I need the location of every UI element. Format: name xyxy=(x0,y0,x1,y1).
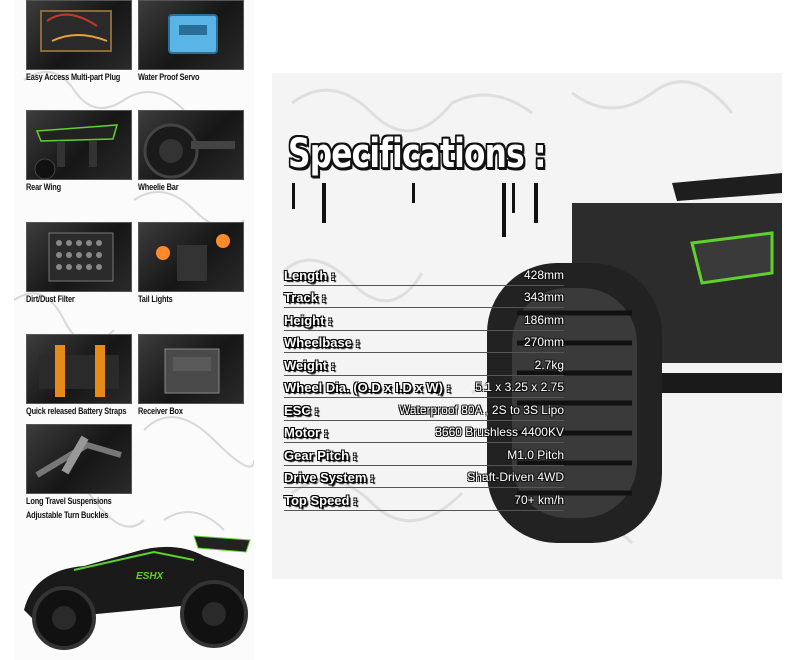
feature-caption: Receiver Box xyxy=(138,406,183,416)
feature-image-waterproof-servo xyxy=(138,0,244,70)
spec-row: Length : 428mm xyxy=(284,268,564,290)
feature-caption: Easy Access Multi-part Plug xyxy=(26,72,121,82)
spec-divider xyxy=(284,307,564,308)
spec-row: Top Speed : 70+ km/h xyxy=(284,493,564,515)
spec-row: Track : 343mm xyxy=(284,290,564,312)
spec-divider xyxy=(284,487,564,488)
camo-background xyxy=(280,80,782,545)
spec-divider xyxy=(284,352,564,353)
spec-row: Weight : 2.7kg xyxy=(284,358,564,380)
feature-caption: Water Proof Servo xyxy=(138,72,200,82)
feature-image-dust-filter xyxy=(26,222,132,292)
spec-value: Shaft-Driven 4WD xyxy=(467,470,564,484)
spec-label: Motor : xyxy=(284,425,329,440)
feature-image-tail-lights xyxy=(138,222,244,292)
spec-row: ESC : Waterproof 80A , 2S to 3S Lipo xyxy=(284,403,564,425)
spec-divider xyxy=(284,397,564,398)
feature-caption: Tail Lights xyxy=(138,294,173,304)
feature-column: Easy Access Multi-part Plug Water Proof … xyxy=(14,0,254,660)
spec-label: Track : xyxy=(284,290,326,305)
specifications-title: Specifications : xyxy=(288,131,546,177)
spec-divider xyxy=(284,420,564,421)
specifications-panel: Specifications : Length : 428mm Track : … xyxy=(272,73,782,579)
spec-label: Height : xyxy=(284,313,333,328)
spec-divider xyxy=(284,465,564,466)
spec-value: Waterproof 80A , 2S to 3S Lipo xyxy=(399,403,564,417)
spec-row: Wheel Dia. (O.D x I.D x W) : 5.1 x 3.25 … xyxy=(284,380,564,402)
spec-label: Gear Pitch : xyxy=(284,448,357,463)
spec-label: ESC : xyxy=(284,403,319,418)
spec-row: Wheelbase : 270mm xyxy=(284,335,564,357)
feature-caption: Quick released Battery Straps xyxy=(26,406,127,416)
spec-value: M1.0 Pitch xyxy=(507,448,564,462)
spec-divider xyxy=(284,510,564,511)
feature-image-receiver-box xyxy=(138,334,244,404)
spec-row: Drive System : Shaft-Driven 4WD xyxy=(284,470,564,492)
car-image xyxy=(24,535,251,650)
spec-label: Wheel Dia. (O.D x I.D x W) : xyxy=(284,380,451,395)
feature-image-multi-part-plug xyxy=(26,0,132,70)
spec-value: 270mm xyxy=(523,335,564,349)
car-badge: ESHX xyxy=(136,571,164,582)
spec-row: Gear Pitch : M1.0 Pitch xyxy=(284,448,564,470)
spec-divider xyxy=(284,375,564,376)
feature-image-battery-straps xyxy=(26,334,132,404)
spec-label: Weight : xyxy=(284,358,336,373)
spec-value: 3660 Brushless 4400KV xyxy=(435,425,564,439)
spec-row: Motor : 3660 Brushless 4400KV xyxy=(284,425,564,447)
spec-value: 343mm xyxy=(523,290,564,304)
spec-divider xyxy=(284,285,564,286)
spec-divider xyxy=(284,442,564,443)
feature-image-suspensions xyxy=(26,424,132,494)
feature-caption: Long Travel Suspensions xyxy=(26,496,112,506)
spec-label: Wheelbase : xyxy=(284,335,360,350)
spec-label: Top Speed : xyxy=(284,493,358,508)
spec-label: Length : xyxy=(284,268,336,283)
spec-divider xyxy=(284,330,564,331)
spec-value: 5.1 x 3.25 x 2.75 xyxy=(475,380,564,394)
car-illustration xyxy=(487,173,782,543)
feature-image-wheelie-bar xyxy=(138,110,244,180)
spec-row: Height : 186mm xyxy=(284,313,564,335)
feature-caption: Rear Wing xyxy=(26,182,61,192)
spec-value: 70+ km/h xyxy=(514,493,564,507)
feature-caption: Wheelie Bar xyxy=(138,182,179,192)
feature-caption: Dirt/Dust Filter xyxy=(26,294,75,304)
spec-value: 428mm xyxy=(523,268,564,282)
feature-caption: Adjustable Turn Buckles xyxy=(26,510,109,520)
feature-image-rear-wing xyxy=(26,110,132,180)
spec-value: 2.7kg xyxy=(534,358,564,372)
spec-value: 186mm xyxy=(523,313,564,327)
spec-label: Drive System : xyxy=(284,470,375,485)
